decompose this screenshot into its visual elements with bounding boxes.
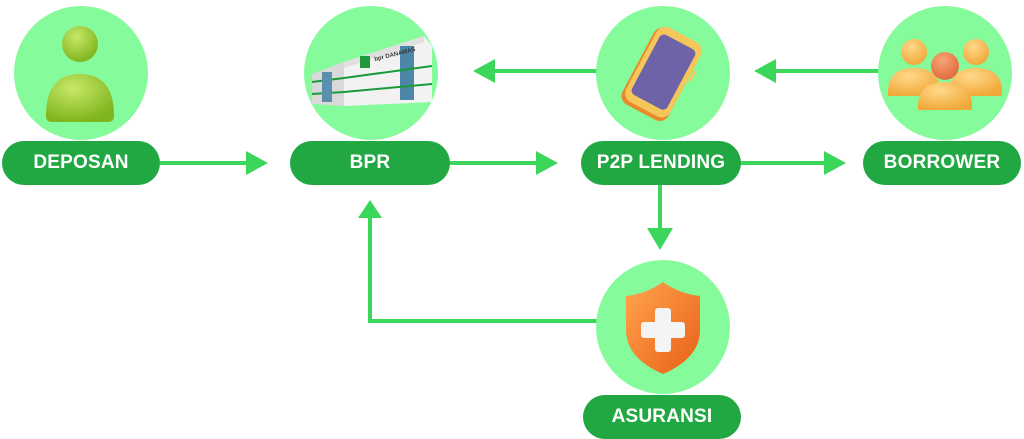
deposan-label[interactable]: DEPOSAN [2, 141, 160, 185]
bank-building-icon [311, 36, 433, 106]
borrower-label[interactable]: BORROWER [863, 141, 1021, 185]
arrowhead-to-asuransi [647, 228, 673, 250]
p2p-node-circle [596, 6, 730, 140]
arrowhead-to-bpr-top [473, 59, 495, 83]
arrowhead-to-p2p-top [754, 59, 776, 83]
arrowhead-to-borrower [824, 151, 846, 175]
smartphone-icon [621, 26, 702, 121]
arrowhead-to-bpr-bottom [358, 200, 382, 218]
arrowhead-to-bpr [246, 151, 268, 175]
asuransi-node-circle [596, 260, 730, 394]
asuransi-label[interactable]: ASURANSI [583, 395, 741, 439]
arrowhead-to-p2p [536, 151, 558, 175]
bpr-label[interactable]: BPR [290, 141, 450, 185]
edge-asuransi-bpr [368, 216, 598, 323]
bpr-node-circle: bpr DANAMAS [304, 6, 438, 140]
deposan-node-circle [14, 6, 148, 140]
person-icon [46, 26, 114, 122]
shield-plus-icon [626, 282, 700, 374]
borrower-node-circle [878, 6, 1012, 140]
group-people-icon [888, 39, 1002, 110]
p2p-label[interactable]: P2P LENDING [581, 141, 741, 185]
